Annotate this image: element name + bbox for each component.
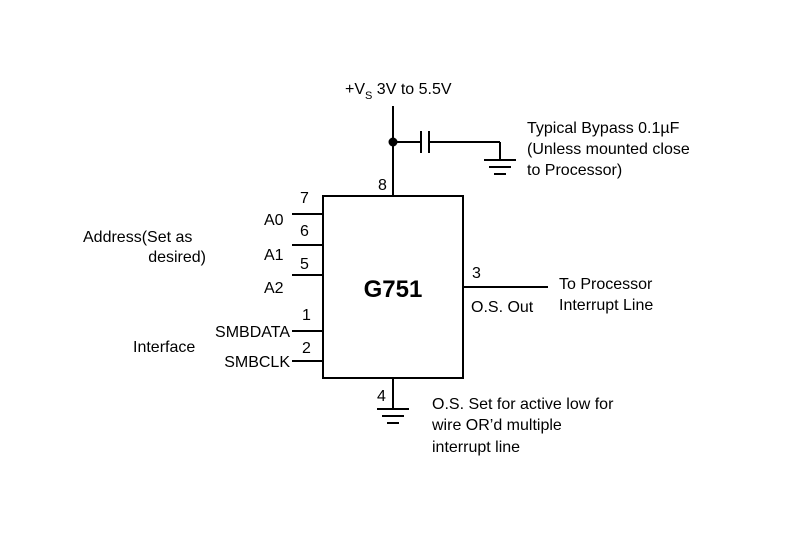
a2-label: A2 [264, 280, 284, 297]
chip-name: G751 [364, 276, 423, 303]
pin-5-number: 5 [300, 256, 309, 273]
os-note-line3: interrupt line [432, 439, 520, 456]
os-note-line1: O.S. Set for active low for [432, 396, 614, 413]
bypass-note-line2: (Unless mounted close [527, 141, 690, 158]
bypass-note-line3: to Processor) [527, 162, 622, 179]
address-note-line1: Address(Set as [83, 229, 192, 246]
pin-4-number: 4 [377, 388, 386, 405]
processor-note-line1: To Processor [559, 276, 653, 293]
a1-label: A1 [264, 247, 284, 264]
pin-7-number: 7 [300, 190, 309, 207]
interface-label: Interface [133, 339, 195, 356]
smbdata-label: SMBDATA [215, 324, 290, 341]
address-note-line2: desired) [148, 249, 206, 266]
pin-2-number: 2 [302, 340, 311, 357]
bypass-capacitor [393, 131, 501, 160]
ground-symbol-chip [377, 408, 409, 424]
os-note-line2: wire OR’d multiple [431, 417, 562, 434]
bypass-note-line1: Typical Bypass 0.1µF [527, 120, 680, 137]
pin-8-number: 8 [378, 177, 387, 194]
pin-3-number: 3 [472, 265, 481, 282]
a0-label: A0 [264, 212, 284, 229]
supply-label: +VS 3V to 5.5V [345, 81, 452, 102]
processor-note-line2: Interrupt Line [559, 297, 653, 314]
ground-symbol-bypass [484, 159, 516, 175]
pin-6-number: 6 [300, 223, 309, 240]
os-out-label: O.S. Out [471, 299, 534, 316]
smbclk-label: SMBCLK [224, 354, 290, 371]
pin-1-number: 1 [302, 307, 311, 324]
chip-body [322, 195, 464, 379]
